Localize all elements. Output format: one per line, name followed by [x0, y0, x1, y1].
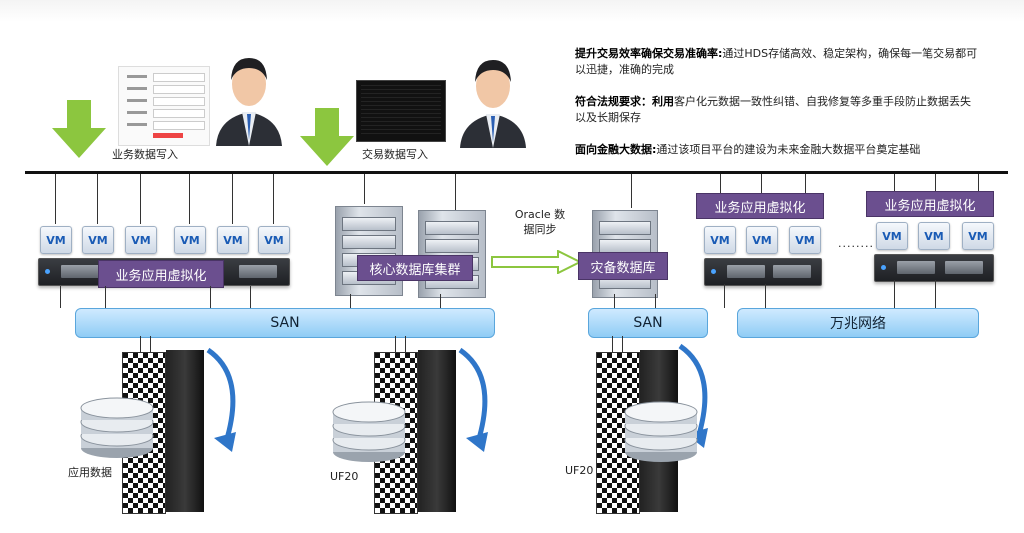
vm-icon: VM: [746, 226, 778, 254]
app-data-label: 应用数据: [68, 466, 112, 479]
connector-line: [350, 294, 351, 308]
connector-line: [655, 294, 656, 308]
vm-icon: VM: [962, 222, 994, 250]
vm-icon: VM: [217, 226, 249, 254]
connector-line: [894, 174, 895, 194]
connector-line: [105, 286, 106, 308]
green-down-arrow-icon: [300, 108, 354, 166]
connector-line: [55, 174, 56, 224]
connector-line: [935, 174, 936, 194]
vm-icon: VM: [258, 226, 290, 254]
connector-line: [761, 174, 762, 194]
connector-line: [189, 174, 190, 224]
rotation-arrow-icon: [458, 347, 488, 452]
businessman-icon: [216, 58, 282, 146]
connector-line: [210, 286, 211, 308]
rotation-arrow-icon: [206, 347, 236, 452]
oracle-sync-label: Oracle 数据同步: [514, 208, 566, 236]
note-compliance: 符合法规要求：利用客户化元数据一致性纠错、自我修复等多重手段防止数据丢失以及长期…: [575, 95, 971, 124]
green-down-arrow-icon: [52, 100, 106, 158]
connector-line: [935, 280, 936, 308]
connector-line: [724, 284, 725, 308]
connector-line: [440, 294, 441, 308]
db-server-tower: [418, 210, 486, 298]
db-server-tower: [335, 206, 403, 296]
connector-line: [273, 174, 274, 224]
vm-icon: VM: [174, 226, 206, 254]
database-disk-icon: [332, 401, 406, 462]
san-backup-bar: SAN: [588, 308, 708, 338]
connector-line: [894, 280, 895, 308]
connector-line: [612, 336, 613, 356]
vm-icon: VM: [125, 226, 157, 254]
ellipsis: ········: [838, 240, 874, 253]
host-server: [704, 258, 822, 286]
core-db-cluster-box: 核心数据库集群: [357, 255, 473, 281]
connector-line: [765, 284, 766, 308]
note-efficiency: 提升交易效率确保交易准确率:通过HDS存储高效、稳定架构，确保每一笔交易都可以迅…: [575, 47, 978, 76]
san-main-bar: SAN: [75, 308, 495, 338]
database-disk-icon: [624, 401, 698, 462]
business-data-write-label: 业务数据写入: [112, 148, 178, 161]
vm-icon: VM: [704, 226, 736, 254]
main-network-bus: [25, 171, 1008, 174]
connector-line: [60, 286, 61, 308]
trade-data-write-label: 交易数据写入: [362, 148, 428, 161]
connector-line: [150, 336, 151, 354]
backup-db-box: 灾备数据库: [578, 252, 668, 280]
ten-gig-network-bar: 万兆网络: [737, 308, 979, 338]
vm-icon: VM: [82, 226, 114, 254]
connector-line: [395, 336, 396, 354]
connector-line: [720, 174, 721, 194]
vm-icon: VM: [40, 226, 72, 254]
vm-icon: VM: [876, 222, 908, 250]
host-server: [874, 254, 994, 282]
connector-line: [405, 336, 406, 354]
database-disk-icon: [80, 397, 154, 458]
vm-icon: VM: [918, 222, 950, 250]
connector-line: [97, 174, 98, 224]
connector-line: [455, 174, 456, 210]
virt-box-mid: 业务应用虚拟化: [696, 193, 824, 219]
connector-line: [805, 174, 806, 194]
connector-line: [140, 336, 141, 354]
connector-line: [622, 336, 623, 356]
note-big-data: 面向金融大数据:通过该项目平台的建设为未来金融大数据平台奠定基础: [575, 143, 921, 156]
vm-icon: VM: [789, 226, 821, 254]
virt-box-left: 业务应用虚拟化: [98, 260, 224, 288]
connector-line: [250, 286, 251, 308]
connector-line: [140, 174, 141, 224]
connector-line: [364, 174, 365, 204]
uf20-label: UF20: [330, 470, 359, 483]
form-thumbnail: [118, 66, 210, 146]
oracle-sync-arrow-icon: [491, 250, 582, 274]
connector-line: [978, 174, 979, 194]
businessman-icon: [460, 60, 526, 148]
uf20-backup-label: UF20: [565, 464, 594, 477]
connector-line: [614, 294, 615, 308]
trading-screen-thumbnail: [356, 80, 446, 142]
top-gradient-strip: [0, 0, 1024, 22]
connector-line: [232, 174, 233, 224]
virt-box-right: 业务应用虚拟化: [866, 191, 994, 217]
connector-line: [631, 174, 632, 208]
